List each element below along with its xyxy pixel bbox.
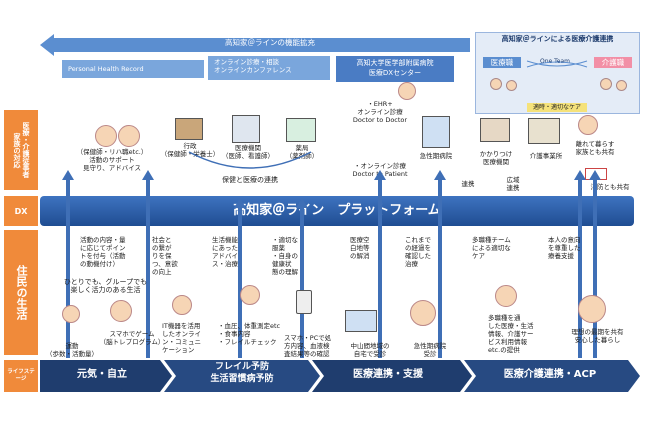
remote-doctor-figure xyxy=(398,82,416,100)
nurse-figure xyxy=(506,80,517,91)
walking-person-figure xyxy=(62,305,80,323)
remote-family-text: 離れて暮らす 家族とも共有 xyxy=(565,140,625,156)
care-label: 介護職 xyxy=(594,57,632,68)
vitals-figure xyxy=(240,285,260,305)
dx-center-box: 高知大学医学部附属病院 医療DXセンター xyxy=(336,56,454,82)
acute-patient-figure xyxy=(410,300,436,326)
caregiver-figure-2 xyxy=(616,80,627,91)
one-team-arrows xyxy=(523,55,591,73)
history-text: これまで の経過を 確認した 治療 xyxy=(405,236,443,268)
care-link-panel xyxy=(475,32,640,114)
ideal-text: 理想の最期を共有 安心した暮らし xyxy=(560,328,635,344)
group-life-text: ひとりでも、グループでも 楽しく活力のある生活 xyxy=(48,278,163,294)
clinic-building-icon xyxy=(232,115,260,143)
social-text: 社会と の繋が りを保 つ、意欲 の向上 xyxy=(152,236,186,276)
timely-care-label: 適時・適切なケア xyxy=(527,103,587,112)
care-office-icon xyxy=(528,118,560,144)
stage-1: 元気・自立 xyxy=(42,368,162,382)
online-feature-2: オンラインカンファレンス xyxy=(214,66,324,74)
ehr-text: ・EHR+ オンライン診療 Doctor to Doctor xyxy=(340,100,420,124)
doctor-figure xyxy=(490,78,502,90)
pharmacy-building-icon xyxy=(286,118,316,142)
acute-visit-text: 急性期病院 受診 xyxy=(408,342,452,358)
video-call-icon xyxy=(345,310,377,332)
phr-feature-box: Personal Health Record xyxy=(62,60,204,78)
it-user-figure xyxy=(172,295,192,315)
stage-3: 医療連携・支援 xyxy=(318,368,458,382)
diet-text: ・適切な 服薬 ・自身の 健康状 態の理解 xyxy=(272,236,312,276)
dx-side-label: DX xyxy=(4,196,38,226)
acute-hospital-icon xyxy=(422,116,450,148)
caregiver-figure-1 xyxy=(600,78,612,90)
it-use-text: IT機器を活用 したオンライ ン・コミュニ ケーション xyxy=(162,322,218,354)
wishes-text: 本人の意向 を尊重した 療養支援 xyxy=(548,236,608,260)
multi-info-text: 多職種を通 した医療・生活 情報、介護サー ビス利用情報 etc.の提供 xyxy=(488,314,550,354)
health-worker-figure-2 xyxy=(118,125,140,147)
phr-feature-text: Personal Health Record xyxy=(68,65,144,73)
online-feature-box: オンライン診療・相談 オンラインカンファレンス xyxy=(208,56,330,80)
team-care-text: 多職種チーム による適切な ケア xyxy=(472,236,532,260)
family-group-figure xyxy=(578,295,606,323)
family-clinic-text: かかりつけ 医療機関 xyxy=(470,150,522,166)
points-text: 活動の内容・量 に応じてポイン トを付与（活動 の動機付け） xyxy=(80,236,150,268)
care-link-title: 高知家＠ラインによる医療介護連携 xyxy=(475,35,640,43)
remote-family-figure xyxy=(578,115,598,135)
residents-side-label: 住民の生活 xyxy=(4,230,38,355)
family-clinic-icon xyxy=(480,118,510,142)
remote-clinic-text: 医療空 白地等 の解消 xyxy=(350,236,386,260)
expansion-title: 高知家＠ラインの機能拡充 xyxy=(170,39,370,47)
game-text: スマホでゲーム （脳トレプログラム） xyxy=(92,330,172,346)
phone-screen-icon xyxy=(296,290,312,314)
advice-text: 生活機能 にあった アドバイ ス・治療 xyxy=(212,236,252,268)
mountain-text: 中山間地域の 自宅で受診 xyxy=(340,342,400,358)
dx-center-text: 高知大学医学部附属病院 医療DXセンター xyxy=(357,59,434,77)
admin-building-icon xyxy=(175,118,203,140)
stage-4: 医療介護連携・ACP xyxy=(470,368,630,382)
medical-label: 医療職 xyxy=(483,57,521,68)
lifestage-side-label: ライフステージ xyxy=(4,360,38,392)
stage-2: フレイル予防 生活習慣病予防 xyxy=(172,361,312,385)
elderly-figure xyxy=(495,285,517,307)
online-feature-1: オンライン診療・相談 xyxy=(214,58,324,66)
health-worker-figure-1 xyxy=(95,125,117,147)
professionals-side-label: 医療・介護従事者 家族の対応 xyxy=(4,110,38,190)
phone-game-figure xyxy=(110,300,132,322)
acute-hospital-text: 急性期病院 xyxy=(410,152,462,160)
